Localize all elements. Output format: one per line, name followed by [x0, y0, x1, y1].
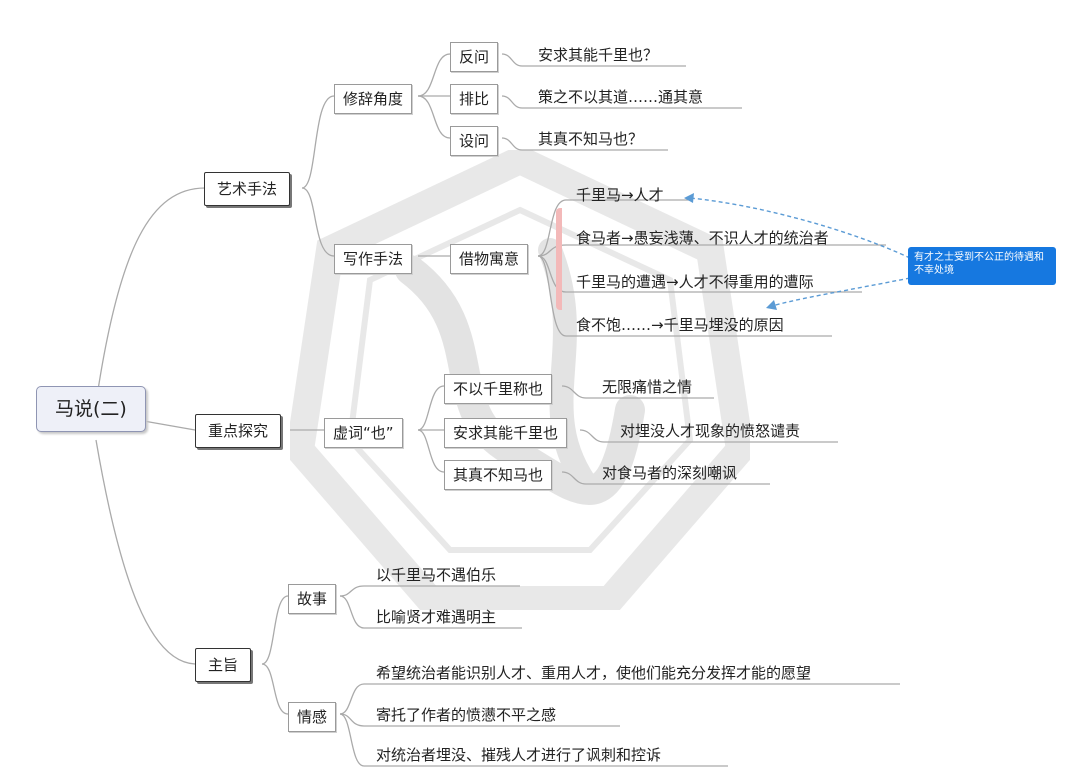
writing-item[interactable]: 千里马的遭遇→人才不得重用的遭际: [576, 273, 814, 291]
emotion-item[interactable]: 寄托了作者的愤懑不平之感: [376, 706, 557, 724]
node-rhetoric[interactable]: 修辞角度: [334, 84, 413, 114]
focus-item-text[interactable]: 对食马者的深刻嘲讽: [602, 464, 738, 482]
callout-note[interactable]: 有才之士受到不公正的待遇和不幸处境: [908, 247, 1056, 285]
branch-theme[interactable]: 主旨: [195, 648, 252, 682]
rhetoric-item-text[interactable]: 安求其能千里也？: [538, 46, 659, 64]
rhetoric-item-label[interactable]: 设问: [450, 126, 499, 156]
rhetoric-item-text[interactable]: 其真不知马也？: [538, 130, 644, 148]
writing-item[interactable]: 食马者→愚妄浅薄、不识人才的统治者: [576, 229, 829, 247]
branch-art[interactable]: 艺术手法: [204, 172, 291, 206]
emotion-item[interactable]: 对统治者埋没、摧残人才进行了讽刺和控诉: [376, 746, 662, 764]
focus-item-label[interactable]: 安求其能千里也: [444, 418, 568, 448]
focus-item-text[interactable]: 无限痛惜之情: [602, 378, 693, 396]
focus-item-text[interactable]: 对埋没人才现象的愤怒谴责: [620, 422, 801, 440]
branch-focus[interactable]: 重点探究: [195, 414, 282, 448]
node-method[interactable]: 借物寓意: [450, 244, 529, 274]
node-writing[interactable]: 写作手法: [334, 244, 413, 274]
node-story[interactable]: 故事: [288, 584, 337, 614]
rhetoric-item-label[interactable]: 反问: [450, 42, 499, 72]
focus-item-label[interactable]: 其真不知马也: [444, 460, 553, 490]
rhetoric-item-label[interactable]: 排比: [450, 84, 499, 114]
root-node[interactable]: 马说(二): [36, 386, 146, 432]
writing-item[interactable]: 食不饱……→千里马埋没的原因: [576, 316, 784, 334]
emotion-item[interactable]: 希望统治者能识别人才、重用人才，使他们能充分发挥才能的愿望: [376, 664, 812, 682]
story-item[interactable]: 比喻贤才难遇明主: [376, 608, 497, 626]
focus-item-label[interactable]: 不以千里称也: [444, 374, 553, 404]
story-item[interactable]: 以千里马不遇伯乐: [376, 566, 497, 584]
node-emotion[interactable]: 情感: [288, 702, 337, 732]
rhetoric-item-text[interactable]: 策之不以其道……通其意: [538, 88, 704, 106]
writing-item[interactable]: 千里马→人才: [576, 186, 664, 204]
node-particle[interactable]: 虚词“也”: [324, 418, 403, 448]
highlight-bracket: [556, 208, 580, 310]
